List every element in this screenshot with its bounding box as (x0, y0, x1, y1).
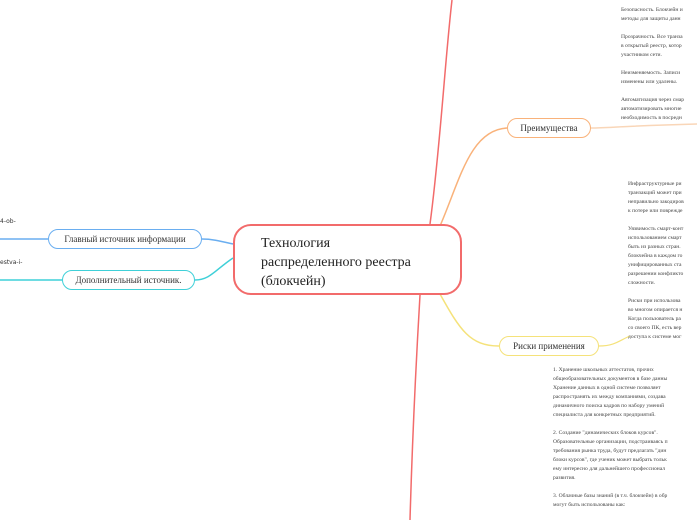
central-link-bottom (409, 294, 421, 520)
note-line: могут быть использованы как: (553, 502, 626, 508)
advantages-link-out (590, 123, 697, 129)
topic-label: Главный источник информации (64, 234, 186, 244)
note-line: разрешении конфликто (628, 271, 684, 277)
extra-source-stub[interactable]: estva-i- (0, 259, 23, 266)
note-paragraph: Безопасность. Блокчейн и методы для защит… (621, 6, 684, 24)
topic-risks[interactable]: Риски применения (499, 336, 599, 356)
note-line: методы для защиты данн (621, 16, 681, 22)
note-line: сложности. (628, 280, 656, 286)
note-line: распространять их между компаниями, созд… (553, 394, 666, 400)
note-line: Неизменяемость. Записи (621, 70, 681, 76)
note-line: со своего ПК, есть вер (628, 325, 682, 331)
risks-link-out (598, 335, 631, 347)
note-line: использованием смарт (628, 235, 682, 241)
note-paragraph: Инфраструктурные ри транзакций может при н… (628, 180, 684, 216)
note-paragraph: 2. Создание "динамических блоков курсов"… (553, 429, 668, 483)
note-line: во многом опирается н (628, 307, 683, 313)
topic-main-source[interactable]: Главный источник информации (48, 229, 202, 249)
note-line: быть из разных стран. (628, 244, 681, 250)
note-line: Образовательные организации, подстраивая… (553, 439, 668, 445)
central-line: Технология (261, 236, 331, 251)
note-line: Риски при использова (628, 298, 681, 304)
note-line: 3. Облачные базы знаний (в т.ч. блокчейн… (553, 493, 668, 499)
note-paragraph: Прозрачность. Все транза в открытый реест… (621, 33, 684, 60)
note-line: специалиста для конкретных предприятий. (553, 412, 656, 418)
note-paragraph: Риски при использова во многом опирается … (628, 297, 684, 342)
note-line: участником сети. (621, 52, 662, 58)
note-line: Прозрачность. Все транза (621, 34, 683, 40)
note-line: блоки курсов", где ученик может выбрать … (553, 457, 667, 463)
topic-extra-source[interactable]: Дополнительный источник. (62, 270, 195, 290)
topic-label: Преимущества (520, 123, 578, 133)
education-notes: 1. Хранение школьных аттестатов, прочих о… (553, 366, 668, 519)
note-line: блокчейна в каждом го (628, 253, 683, 259)
main-source-link (201, 238, 234, 245)
central-line: (блокчейн) (261, 274, 326, 289)
note-line: Хранение данных в одной системе позволяе… (553, 385, 661, 391)
note-line: Автоматизация через смар (621, 97, 685, 103)
risks-link (439, 293, 500, 347)
extra-source-link (194, 257, 234, 281)
note-paragraph: Неизменяемость. Записи изменены или удале… (621, 69, 684, 87)
advantages-notes: Безопасность. Блокчейн и методы для защит… (621, 6, 684, 132)
note-line: общеобразовательных документов в базе да… (553, 376, 668, 382)
note-line: Когда пользователь ра (628, 316, 681, 322)
note-line: доступа к системе мог (628, 334, 682, 340)
note-line: развития. (553, 475, 576, 481)
note-line: Уязвимость смарт-конт (628, 226, 684, 232)
note-line: 1. Хранение школьных аттестатов, прочих (553, 367, 654, 373)
note-paragraph: 3. Облачные базы знаний (в т.ч. блокчейн… (553, 492, 668, 510)
note-paragraph: Уязвимость смарт-конт использованием смар… (628, 225, 684, 288)
note-line: необходимость в посредн (621, 115, 682, 121)
risks-notes: Инфраструктурные ри транзакций может при н… (628, 180, 684, 351)
central-line: распределенного реестра (261, 255, 411, 270)
advantages-link (439, 127, 508, 227)
note-paragraph: Автоматизация через смар автоматизировать… (621, 96, 684, 123)
note-line: Безопасность. Блокчейн и (621, 7, 683, 13)
note-line: транзакций может при (628, 190, 682, 196)
note-line: Инфраструктурные ри (628, 181, 682, 187)
note-line: унифицированных ста (628, 262, 682, 268)
note-line: ему интересно для дальнейшего профессион… (553, 466, 666, 472)
topic-label: Риски применения (513, 341, 585, 351)
note-line: к потере или поврежде (628, 208, 683, 214)
note-line: автоматизировать многие (621, 106, 682, 112)
note-line: изменены или удалены. (621, 79, 678, 85)
note-line: требования рынка труда, будут предлагать… (553, 448, 667, 454)
main-source-stub[interactable]: 4-ob- (0, 218, 16, 225)
note-line: неправильно закодиров (628, 199, 684, 205)
central-link-top (429, 0, 453, 225)
central-topic[interactable]: Технология распределенного реестра (блок… (233, 224, 462, 295)
topic-label: Дополнительный источник. (75, 275, 182, 285)
note-line: в открытый реестр, котор (621, 43, 682, 49)
note-line: динамичного поиска кадров по набору умен… (553, 403, 665, 409)
note-line: 2. Создание "динамических блоков курсов"… (553, 430, 658, 436)
topic-advantages[interactable]: Преимущества (507, 118, 591, 138)
note-paragraph: 1. Хранение школьных аттестатов, прочих о… (553, 366, 668, 420)
